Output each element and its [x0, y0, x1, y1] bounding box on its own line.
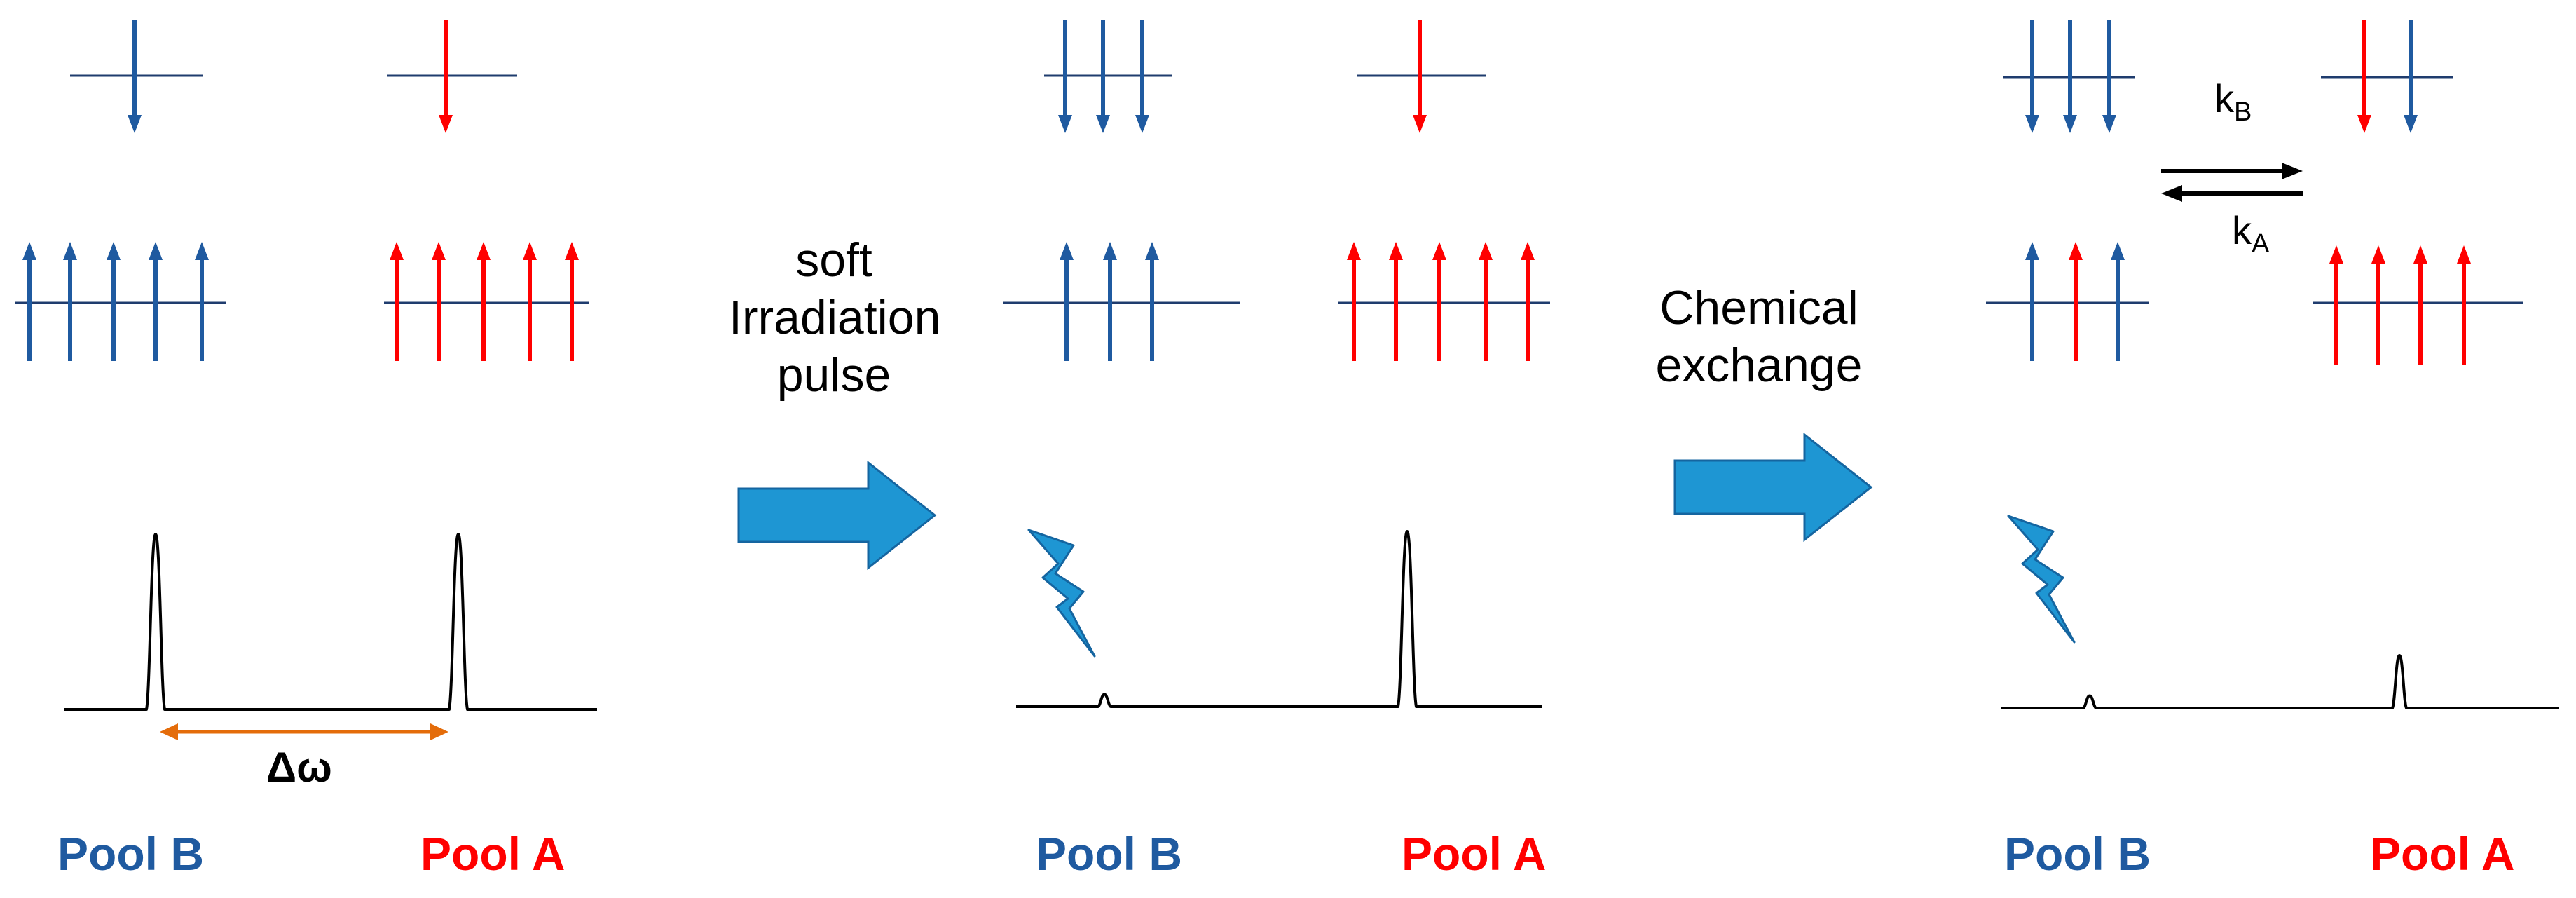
spin-up-pool-a [477, 242, 491, 361]
spin-up-pool-a [1432, 242, 1446, 361]
delta-omega-label: Δω [266, 743, 332, 791]
spin-up-pool-b [63, 242, 77, 361]
spin-head [2111, 242, 2125, 260]
spectrum-after-exchange [2001, 655, 2559, 708]
lightning-icon [2008, 516, 2074, 642]
rate-kb-subscript: B [2234, 97, 2252, 127]
spin-head [1096, 115, 1110, 133]
spin-head [390, 242, 404, 260]
pool-b-label: Pool B [57, 827, 204, 880]
rate-k-letter: k [2232, 208, 2252, 252]
spin-head [128, 115, 142, 133]
spin-head [439, 115, 453, 133]
spin-up-pool-b [1060, 242, 1074, 361]
spin-up-pool-a [2329, 245, 2343, 365]
spin-head [1413, 115, 1427, 133]
spin-up-pool-a [1479, 242, 1493, 361]
spin-head [1058, 115, 1072, 133]
spin-head [477, 242, 491, 260]
delta-arrow-head-left [160, 723, 178, 740]
pool-a-label: Pool A [420, 827, 566, 880]
rate-ka-subscript: A [2252, 229, 2269, 259]
spin-head [2457, 245, 2471, 264]
spin-head [1103, 242, 1117, 260]
rate-k-letter: k [2214, 76, 2234, 121]
spin-up-pool-a [2457, 245, 2471, 365]
spin-up-pool-b [2025, 242, 2039, 361]
spin-head [523, 242, 537, 260]
spin-head [1521, 242, 1535, 260]
spin-head [2413, 245, 2427, 264]
spin-head [1432, 242, 1446, 260]
spin-head [195, 242, 209, 260]
spin-head [2063, 115, 2077, 133]
spin-head [149, 242, 163, 260]
spin-up-pool-a [2413, 245, 2427, 365]
spin-head [2404, 115, 2418, 133]
spin-head [2102, 115, 2116, 133]
rate-ka-label: kA [2232, 208, 2269, 259]
double-headed-arrow-icon [160, 723, 448, 740]
spectrum-line [2001, 655, 2559, 708]
pool-b-label: Pool B [1036, 827, 1182, 880]
spin-up-pool-b [2111, 242, 2125, 361]
spin-up-pool-a [523, 242, 537, 361]
spin-head [2025, 115, 2039, 133]
lightning-icon [1029, 530, 1095, 656]
spin-head [2025, 242, 2039, 260]
spin-head [2357, 115, 2371, 133]
spin-head [432, 242, 446, 260]
spin-head [1479, 242, 1493, 260]
spin-up-pool-b [1103, 242, 1117, 361]
spin-up-pool-b [22, 242, 36, 361]
spin-head [1145, 242, 1159, 260]
spin-head [63, 242, 77, 260]
equilibrium-arrows-icon [2161, 163, 2303, 202]
spectrum-line [1016, 531, 1542, 707]
pool-b-label: Pool B [2004, 827, 2151, 880]
spin-up-pool-a [565, 242, 579, 361]
pool-a-label: Pool A [2370, 827, 2515, 880]
process-arrow-icon [1675, 435, 1871, 540]
spin-head [107, 242, 121, 260]
spin-up-pool-a [432, 242, 446, 361]
spin-head [565, 242, 579, 260]
spin-up-pool-a [2069, 242, 2083, 361]
spin-up-pool-b [107, 242, 121, 361]
step-irradiation-line2: Irradiation [729, 289, 939, 346]
spin-head [1060, 242, 1074, 260]
spin-up-pool-b [149, 242, 163, 361]
step-exchange-label: Chemical exchange [1633, 279, 1885, 394]
spectrum-after-saturation [1016, 531, 1542, 707]
step-irradiation-label: soft Irradiation pulse [729, 231, 939, 404]
step-irradiation-line1: soft [729, 231, 939, 289]
spin-up-pool-a [1347, 242, 1361, 361]
spectrum-line [64, 534, 597, 709]
spin-head [22, 242, 36, 260]
step-irradiation-line3: pulse [729, 346, 939, 404]
delta-arrow-head-right [430, 723, 448, 740]
spin-head [1389, 242, 1403, 260]
spin-up-pool-a [390, 242, 404, 361]
spin-up-pool-b [195, 242, 209, 361]
rate-kb-label: kB [2214, 76, 2252, 128]
spin-head [2371, 245, 2385, 264]
step-exchange-line1: Chemical [1633, 279, 1885, 336]
spin-head [1347, 242, 1361, 260]
spin-up-pool-b [1145, 242, 1159, 361]
step-exchange-line2: exchange [1633, 336, 1885, 394]
forward-arrow-head [2282, 163, 2303, 179]
spin-up-pool-a [1521, 242, 1535, 361]
reverse-arrow-head [2161, 185, 2182, 202]
process-arrow-icon [739, 463, 935, 568]
spin-up-pool-a [1389, 242, 1403, 361]
pool-a-label: Pool A [1402, 827, 1547, 880]
spin-head [2069, 242, 2083, 260]
spin-up-pool-a [2371, 245, 2385, 365]
spin-head [2329, 245, 2343, 264]
spin-head [1135, 115, 1149, 133]
spectrum-before [64, 534, 597, 709]
